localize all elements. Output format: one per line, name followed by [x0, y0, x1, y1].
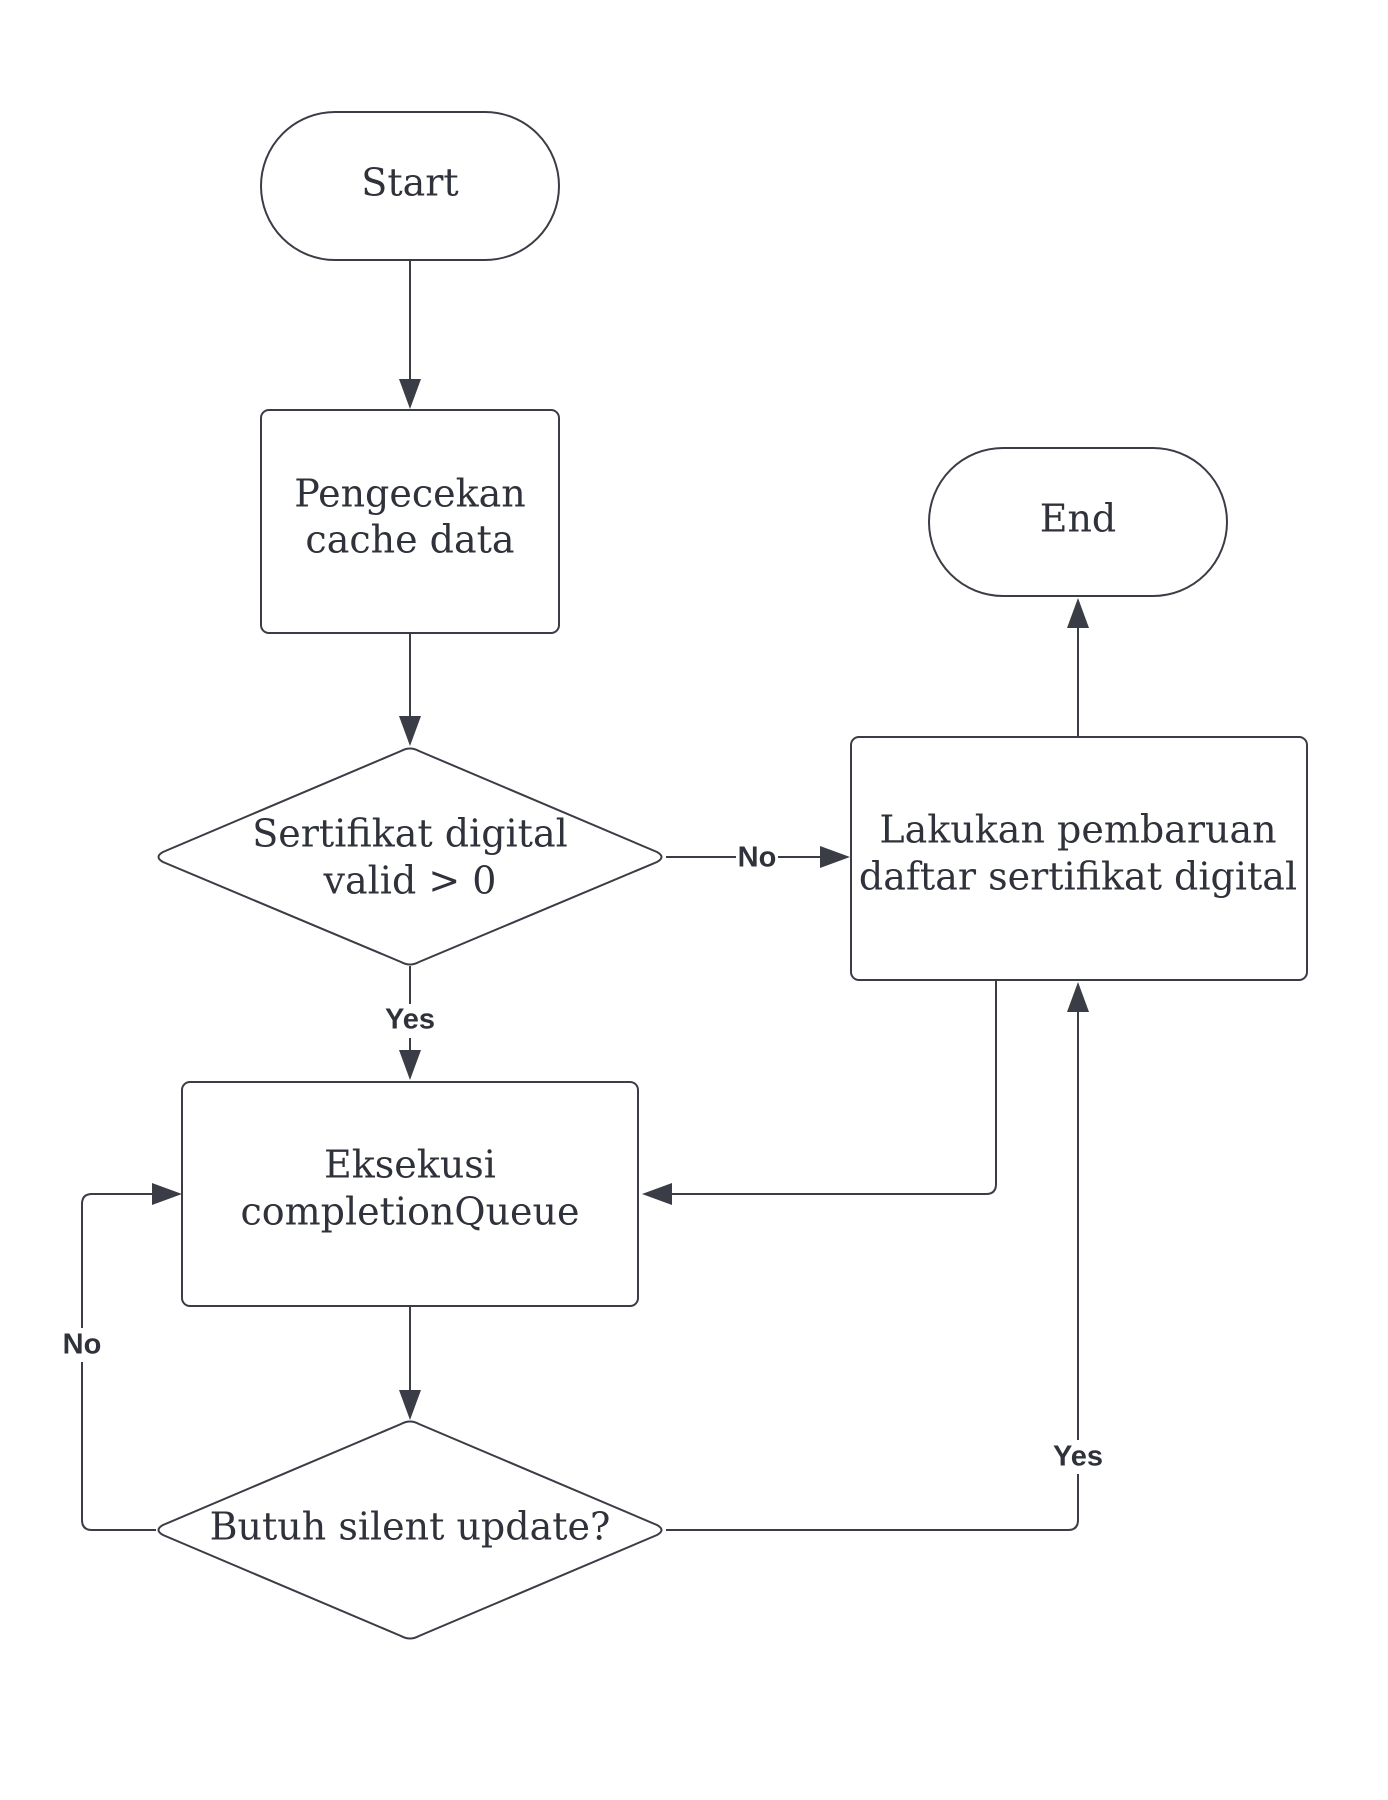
end-terminal-shape	[928, 447, 1228, 597]
start-label: Start	[361, 161, 458, 205]
check-cache-label-line-1: Pengecekan	[294, 472, 526, 516]
start-node: Start	[260, 111, 560, 261]
edge-label-bg-silent-yes	[1046, 1440, 1110, 1474]
cert-valid-label-line-2: valid > 0	[323, 859, 497, 903]
update-certs-shape	[850, 736, 1308, 981]
cert-valid-decision-node: Sertifikat digital valid > 0	[157, 747, 663, 966]
arrowhead-update-to-end	[1067, 598, 1089, 628]
end-label: End	[1040, 497, 1117, 541]
edge-label-bg-decision-yes	[378, 1004, 442, 1038]
arrowhead-decision-no	[820, 846, 850, 868]
edge-silent-yes	[666, 1006, 1079, 1531]
arrowhead-exec-to-silent	[399, 1390, 421, 1420]
update-certs-label-line-2: daftar sertifikat digital	[859, 855, 1297, 899]
arrowhead-update-to-exec	[642, 1183, 672, 1205]
silent-update-diamond-shape	[157, 1420, 663, 1640]
edge-label-decision-yes: Yes	[385, 1004, 435, 1036]
start-terminal-shape	[260, 111, 560, 261]
silent-update-label: Butuh silent update?	[210, 1505, 611, 1549]
exec-queue-shape	[181, 1081, 639, 1307]
arrowhead-check-to-decision	[399, 716, 421, 746]
exec-queue-label-line-2: completionQueue	[240, 1190, 579, 1234]
edge-label-silent-no: No	[63, 1329, 102, 1361]
check-cache-label-line-2: cache data	[305, 518, 514, 562]
edge-label-bg-decision-no	[736, 840, 778, 874]
arrowhead-silent-no	[152, 1183, 182, 1205]
edge-update-to-exec	[666, 980, 997, 1195]
edge-label-bg-silent-no	[58, 1328, 106, 1362]
check-cache-node: Pengecekan cache data	[260, 409, 560, 634]
exec-queue-label-line-1: Eksekusi	[324, 1143, 496, 1187]
cert-valid-diamond-shape	[157, 747, 663, 966]
update-certs-label-line-1: Lakukan pembaruan	[879, 808, 1276, 852]
end-node: End	[928, 447, 1228, 597]
edge-label-silent-yes: Yes	[1053, 1441, 1103, 1473]
cert-valid-label-line-1: Sertifikat digital	[252, 812, 568, 856]
check-cache-shape	[260, 409, 560, 634]
arrowhead-silent-yes	[1067, 982, 1089, 1012]
edge-label-decision-no: No	[738, 842, 777, 874]
arrowhead-decision-yes	[399, 1050, 421, 1080]
exec-queue-node: Eksekusi completionQueue	[181, 1081, 639, 1307]
arrowhead-start-to-check	[399, 379, 421, 409]
silent-update-decision-node: Butuh silent update?	[157, 1420, 663, 1640]
update-certs-node: Lakukan pembaruan daftar sertifikat digi…	[850, 736, 1308, 981]
